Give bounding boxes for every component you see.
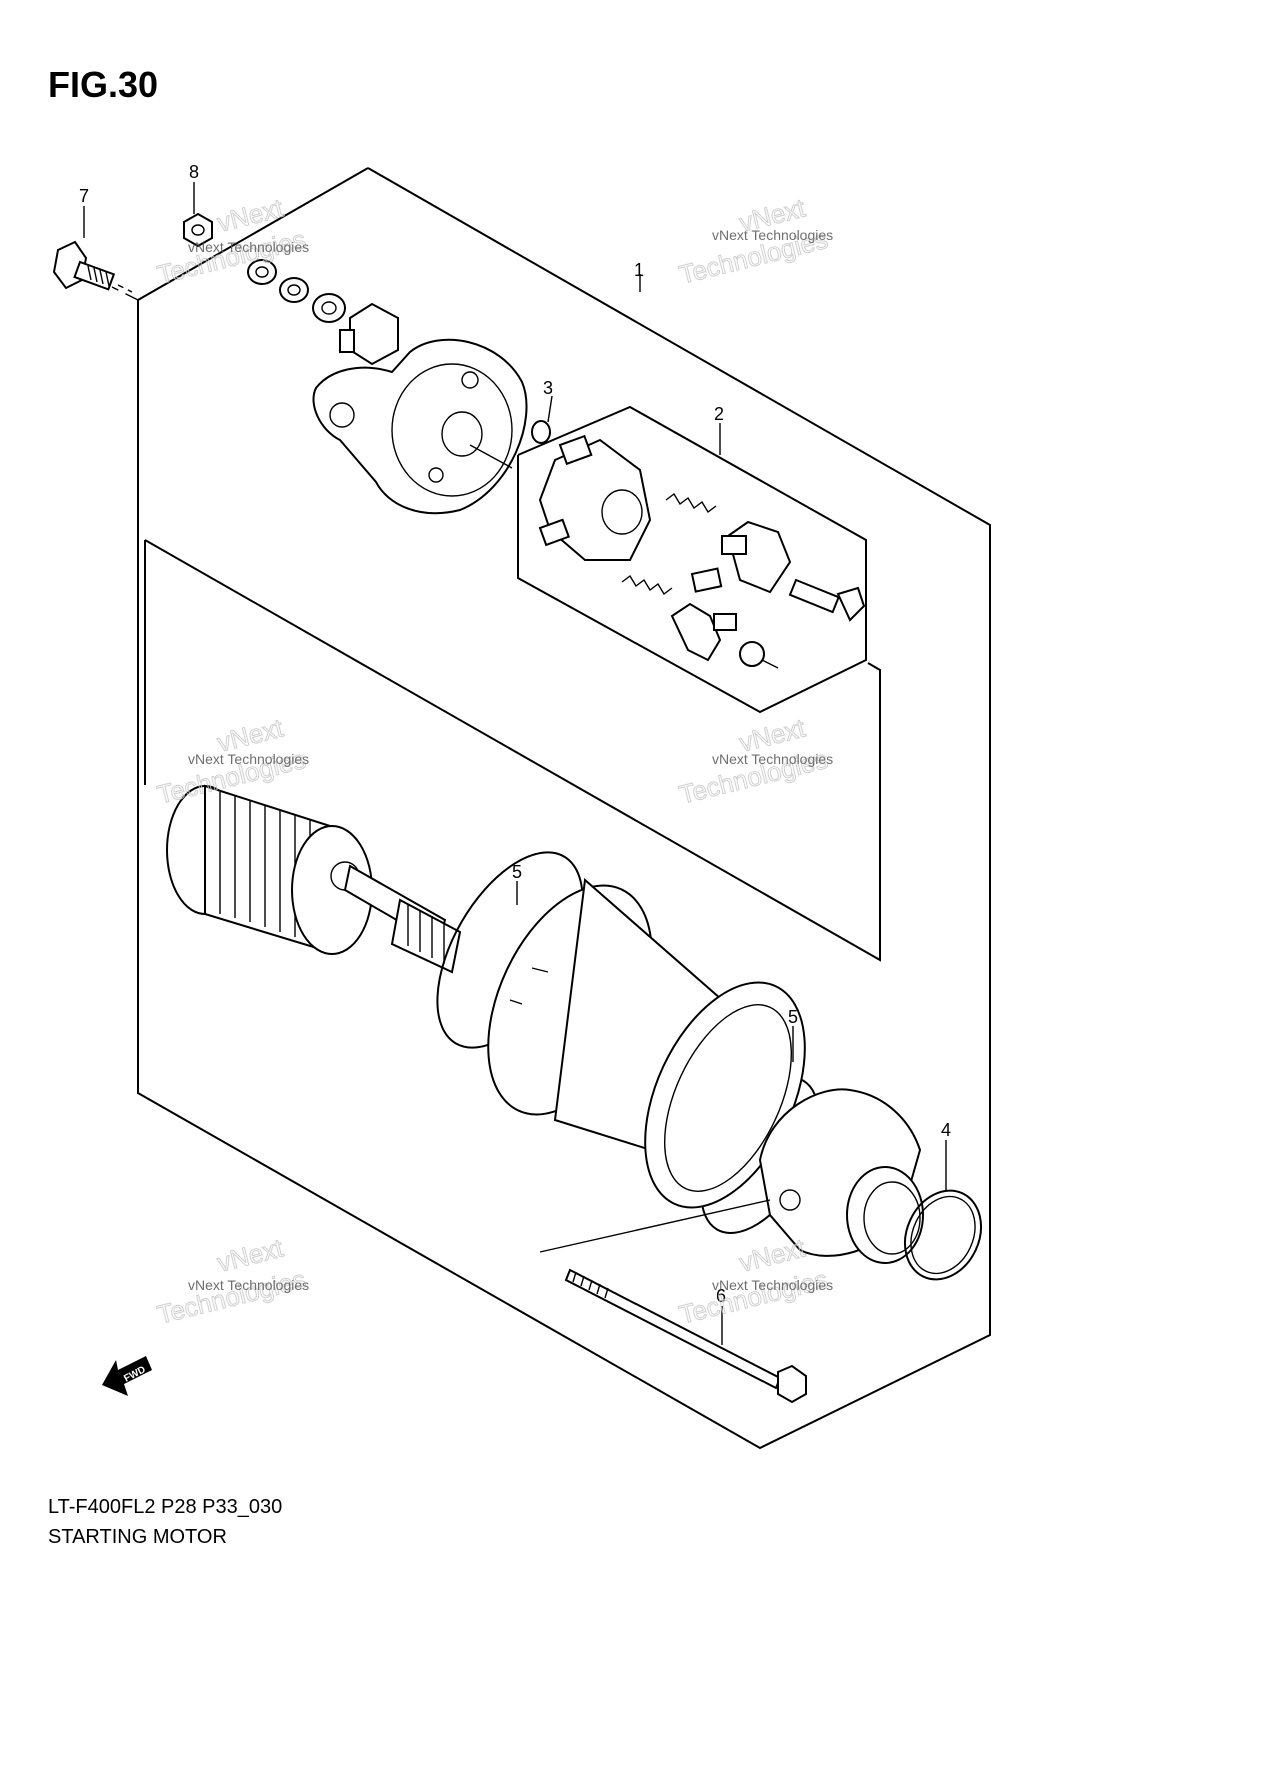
watermark-top-right: vNext Technologies vNext Technologies — [676, 192, 833, 290]
diagram-code: LT-F400FL2 P28 P33_030 — [48, 1496, 283, 1518]
watermark-small: vNext Technologies — [188, 239, 309, 255]
callout-5-lower: 5 — [788, 1007, 798, 1027]
o-ring-part-3 — [531, 420, 551, 444]
nut-part-8 — [183, 212, 213, 248]
callout-1: 1 — [634, 260, 644, 280]
brush-holder-box-part-2 — [517, 405, 867, 714]
callout-2: 2 — [714, 404, 724, 424]
callout-7: 7 — [79, 186, 89, 206]
watermark-small: vNext Technologies — [712, 751, 833, 767]
fwd-arrow-icon: FWD — [102, 1356, 152, 1396]
end-cover — [312, 338, 528, 515]
armature — [166, 784, 462, 974]
watermark-small: vNext Technologies — [188, 1277, 309, 1293]
brush-plate — [721, 520, 792, 594]
brush-springs — [621, 492, 717, 596]
diagram-name: STARTING MOTOR — [48, 1526, 227, 1548]
watermark-top-left: vNext Technologies vNext Technologies — [154, 192, 310, 290]
callout-3: 3 — [543, 378, 553, 398]
brush-holder — [538, 434, 652, 561]
front-bracket — [758, 1088, 924, 1264]
through-bolt-part-6 — [539, 1199, 807, 1404]
callout-6: 6 — [716, 1286, 726, 1306]
washers — [247, 259, 346, 323]
figure-title: FIG.30 — [48, 64, 159, 105]
yoke — [487, 878, 806, 1209]
callout-8: 8 — [189, 162, 199, 182]
terminal-insulator — [339, 302, 399, 366]
watermark-small: vNext Technologies — [188, 751, 309, 767]
o-ring-part-4 — [904, 1189, 982, 1281]
callout-5-upper: 5 — [512, 862, 522, 882]
watermark-small: vNext Technologies — [712, 227, 833, 243]
brush-screw — [739, 641, 779, 669]
armature-subbox — [144, 539, 881, 962]
leader-lines — [83, 182, 947, 1345]
brush-terminal-bolt — [788, 578, 866, 622]
callout-4: 4 — [941, 1120, 951, 1140]
negative-brush — [670, 567, 737, 662]
watermark-small: vNext Technologies — [712, 1277, 833, 1293]
watermark-middle-right: vNext Technologies vNext Technologies — [676, 712, 833, 810]
assembly-box-part-1 — [111, 167, 991, 1450]
watermark-bottom-left: vNext Technologies vNext Technologies — [154, 1232, 310, 1330]
bolt-part-7 — [52, 240, 133, 293]
